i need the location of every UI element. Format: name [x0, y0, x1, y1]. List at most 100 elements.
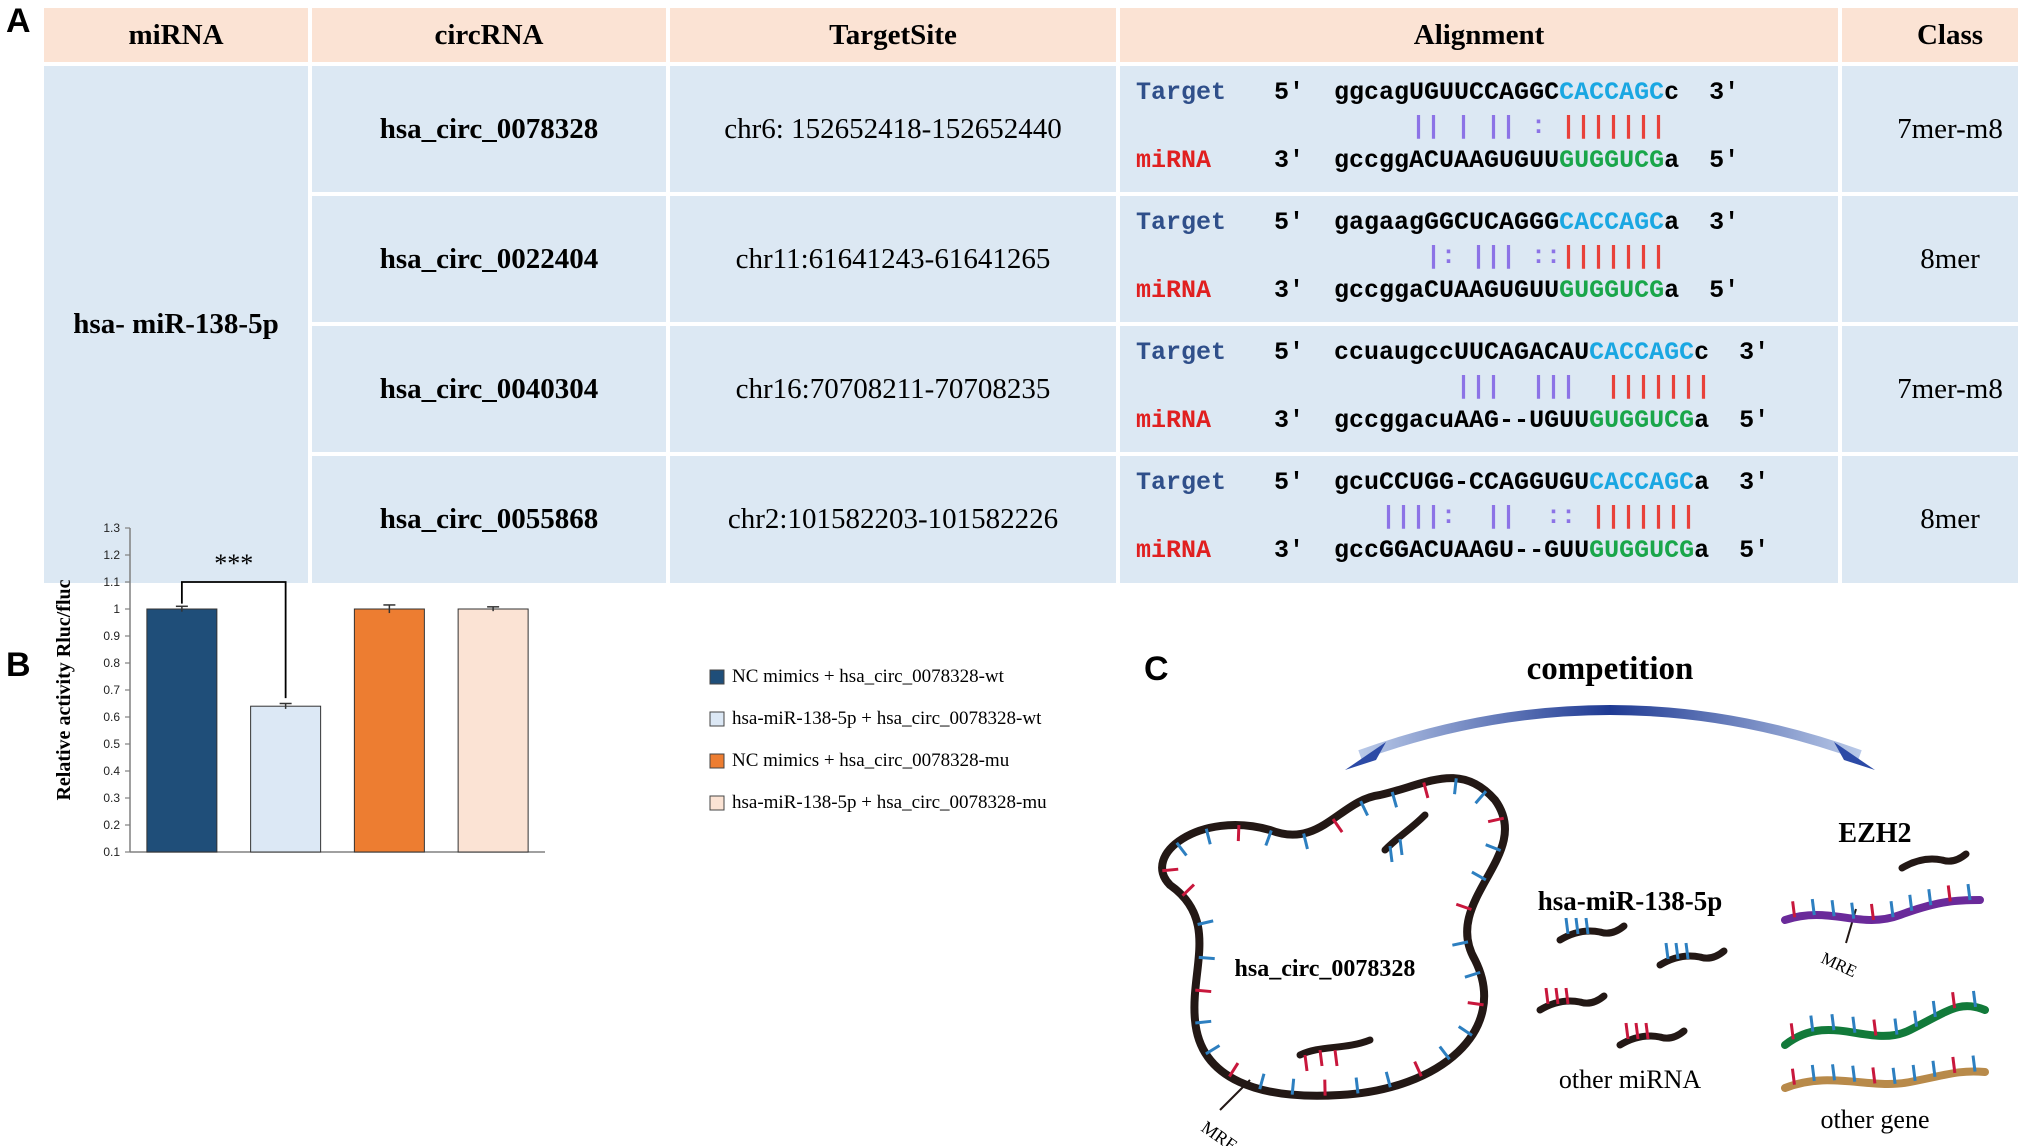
binding-tick	[1830, 1013, 1836, 1031]
binding-tick	[1971, 990, 1977, 1008]
binding-tick	[1946, 885, 1952, 902]
binding-tick	[1487, 816, 1505, 824]
legend-swatch	[709, 669, 725, 685]
y-tick-label: 0.3	[103, 791, 120, 805]
alignment-cell	[1120, 456, 1838, 583]
arrowhead-left-icon	[1345, 742, 1386, 770]
chart-bars	[146, 604, 529, 853]
legend-swatch	[709, 795, 725, 811]
gene-label: EZH2	[1838, 818, 1911, 849]
binding-tick	[1893, 1018, 1899, 1035]
binding-tick	[1162, 867, 1179, 873]
target-seed: CACCAGC	[1559, 78, 1665, 107]
y-tick-label: 0.8	[103, 656, 120, 670]
mirna-molecules	[1536, 917, 1728, 1049]
binding-tick	[1390, 791, 1398, 808]
competition-arrow	[1358, 705, 1862, 760]
binding-tick	[1624, 1022, 1630, 1040]
y-tick-label: 1.3	[103, 521, 120, 535]
bound-mirna	[1381, 811, 1429, 854]
header-alignment: Alignment	[1120, 8, 1838, 62]
target-sequence-prefix: ggcagUGUUCCAGGC	[1334, 78, 1560, 107]
binding-tick	[1871, 1067, 1877, 1084]
three-prime-label: 3'	[1739, 468, 1770, 497]
target-label: Target	[1136, 338, 1227, 367]
binding-tick	[1634, 1022, 1640, 1040]
mirna-seed: GUGGUCG	[1559, 276, 1665, 305]
chart-legend: NC mimics + hsa_circ_0078328-wthsa-miR-1…	[709, 666, 1047, 813]
y-tick-label: 0.2	[103, 818, 120, 832]
pairing-seed: |||||||	[1561, 112, 1667, 141]
binding-tick	[1951, 992, 1957, 1009]
pairing-left: |: ||| ::	[1426, 242, 1562, 271]
header-mirna: miRNA	[44, 8, 308, 62]
binding-tick	[1303, 1054, 1309, 1072]
pairing-left: || | || :	[1411, 112, 1562, 141]
five-prime-label: 5'	[1739, 536, 1770, 565]
target-seed: CACCAGC	[1589, 468, 1695, 497]
binding-tick	[1204, 828, 1212, 845]
binding-tick	[1398, 838, 1404, 856]
binding-tick	[1790, 1068, 1796, 1085]
mirna-label: hsa-miR-138-5p	[1538, 886, 1723, 916]
binding-tick	[1911, 1064, 1917, 1082]
binding-tick	[1913, 1010, 1919, 1027]
binding-tick	[1331, 818, 1344, 834]
binding-tick	[1966, 883, 1972, 901]
mirna-sequence-prefix: gccggaCUAAGUGUU	[1334, 276, 1560, 305]
binding-tick	[1574, 917, 1580, 935]
binding-tick	[1388, 845, 1394, 863]
target-sequence-prefix: ccuaugccUUCAGACAU	[1334, 338, 1590, 367]
mirna-sequence-prefix: gccGGACUAAGU--GUU	[1334, 536, 1590, 565]
significance-label: ***	[214, 549, 253, 578]
mirna-label: miRNA	[1136, 536, 1212, 565]
three-prime-label: 3'	[1739, 338, 1770, 367]
binding-tick	[1457, 1025, 1473, 1037]
target-sequence-prefix: gagaagGGCUCAGGG	[1334, 208, 1560, 237]
bound-mirna	[1898, 850, 1970, 872]
legend-label: hsa-miR-138-5p + hsa_circ_0078328-wt	[732, 708, 1042, 729]
class-cell: 7mer-m8	[1842, 326, 2018, 452]
pairing-seed: |||||||	[1561, 242, 1667, 271]
binding-tick	[1452, 940, 1469, 947]
binding-tick	[1384, 1071, 1392, 1088]
three-prime-label: 3'	[1274, 406, 1305, 435]
binding-tick	[1474, 790, 1488, 805]
header-circrna: circRNA	[312, 8, 666, 62]
binding-tick	[1175, 841, 1188, 857]
binding-tick	[1831, 1064, 1837, 1081]
target-site-table: miRNA circRNA TargetSite Alignment Class…	[44, 8, 2018, 583]
binding-tick	[1290, 1078, 1296, 1095]
panel-letter-a: A	[6, 2, 31, 40]
pairing-seed: |||||||	[1606, 372, 1712, 401]
pairing-seed: |||||||	[1591, 502, 1697, 531]
mirna-sequence-prefix: gccggACUAAGUGUU	[1334, 146, 1560, 175]
legend-label: NC mimics + hsa_circ_0078328-mu	[732, 750, 1010, 771]
three-prime-label: 3'	[1274, 276, 1305, 305]
legend-label: hsa-miR-138-5p + hsa_circ_0078328-mu	[732, 792, 1047, 813]
binding-tick	[1359, 800, 1369, 817]
binding-tick	[1674, 942, 1680, 960]
y-tick-label: 0.5	[103, 737, 120, 751]
target-sequence-suffix: a	[1694, 468, 1710, 497]
target-seed: CACCAGC	[1559, 208, 1665, 237]
header-targetsite: TargetSite	[670, 8, 1116, 62]
relative-activity-chart: 0.10.20.30.40.50.60.70.80.911.11.21.3 **…	[53, 521, 1047, 859]
pairing-left: ||||: || ::	[1381, 502, 1592, 531]
binding-tick	[1644, 1022, 1650, 1040]
circrna-cell: hsa_circ_0022404	[312, 196, 666, 322]
five-prime-label: 5'	[1274, 338, 1305, 367]
mirna-label: miRNA	[1136, 406, 1212, 435]
binding-tick	[1453, 778, 1458, 795]
legend-swatch	[709, 711, 725, 727]
circrna-cell: hsa_circ_0055868	[312, 456, 666, 583]
binding-tick	[1422, 782, 1430, 799]
binding-tick	[1891, 1067, 1897, 1084]
mirna-label: miRNA	[1136, 146, 1212, 175]
binding-tick	[1851, 1016, 1857, 1033]
binding-tick	[1264, 829, 1273, 847]
mirna-sequence-suffix: a	[1664, 146, 1680, 175]
binding-tick	[1564, 917, 1570, 935]
three-prime-label: 3'	[1709, 208, 1740, 237]
target-sequence-suffix: c	[1694, 338, 1710, 367]
